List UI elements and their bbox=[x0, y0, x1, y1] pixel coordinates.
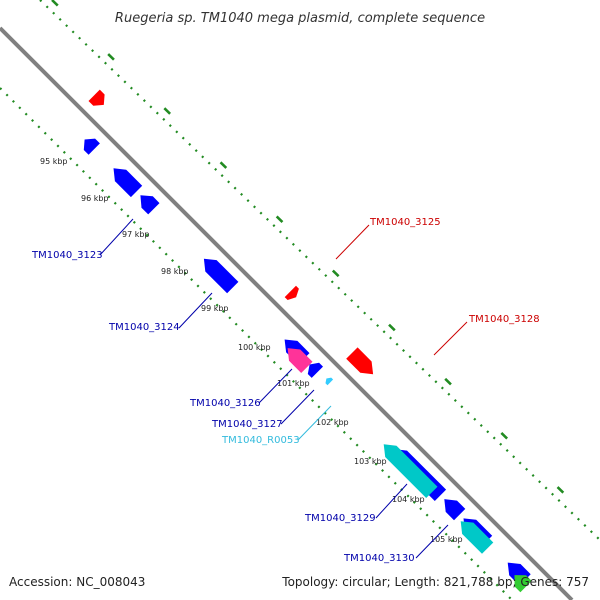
reverse-gene-arrow[interactable] bbox=[140, 195, 160, 215]
reverse-gene-arrow[interactable] bbox=[444, 499, 466, 521]
leader-line-tm1040-r0053 bbox=[297, 405, 332, 441]
kbp-label: 100 kbp bbox=[238, 343, 271, 352]
leader-line-tm1040-3123 bbox=[99, 218, 134, 256]
gene-label-tm1040-3129[interactable]: TM1040_3129 bbox=[304, 513, 376, 524]
kbp-label: 105 kbp bbox=[430, 535, 463, 544]
leader-line-tm1040-3124 bbox=[178, 292, 213, 329]
reverse-gene-arrow[interactable] bbox=[307, 362, 323, 378]
leader-line-tm1040-3127 bbox=[280, 389, 315, 425]
backbone-line bbox=[0, 26, 574, 600]
reverse-gene-arrow[interactable] bbox=[83, 138, 100, 155]
kbp-label: 99 kbp bbox=[201, 304, 229, 313]
gene-label-tm1040-3125[interactable]: TM1040_3125 bbox=[369, 217, 441, 228]
forward-gene-arrow[interactable] bbox=[88, 89, 105, 106]
leader-line-tm1040-3128 bbox=[433, 321, 468, 356]
map-title: Ruegeria sp. TM1040 mega plasmid, comple… bbox=[115, 11, 485, 26]
kbp-label: 96 kbp bbox=[81, 194, 109, 203]
leader-line-tm1040-3130 bbox=[415, 524, 449, 559]
kbp-label: 95 kbp bbox=[40, 157, 68, 166]
kbp-label: 102 kbp bbox=[316, 418, 349, 427]
gene-label-tm1040-3127[interactable]: TM1040_3127 bbox=[211, 419, 283, 430]
reverse-gene-arrow[interactable] bbox=[287, 348, 313, 373]
outer-tick-ring bbox=[39, 0, 600, 541]
leader-line-tm1040-3126 bbox=[258, 368, 293, 404]
kbp-label: 101 kbp bbox=[277, 379, 310, 388]
reverse-gene-arrow[interactable] bbox=[514, 575, 532, 593]
kbp-label: 98 kbp bbox=[161, 267, 189, 276]
forward-gene-arrow[interactable] bbox=[346, 347, 374, 375]
gene-features bbox=[83, 89, 532, 593]
gene-labels: TM1040_3125 TM1040_3128 TM1040_3123 TM10… bbox=[31, 217, 540, 564]
reverse-gene-arrow[interactable] bbox=[383, 444, 438, 498]
reverse-gene-arrow[interactable] bbox=[325, 377, 334, 386]
topology-summary-text: Topology: circular; Length: 821,788 bp; … bbox=[281, 575, 589, 589]
kbp-label: 97 kbp bbox=[122, 230, 150, 239]
gene-label-tm1040-3130[interactable]: TM1040_3130 bbox=[343, 553, 415, 564]
gene-label-tm1040-r0053[interactable]: TM1040_R0053 bbox=[221, 435, 300, 446]
leader-line-tm1040-3125 bbox=[335, 224, 370, 260]
outer-major-tick-ring bbox=[51, 0, 600, 529]
kbp-labels: 95 kbp 96 kbp 97 kbp 98 kbp 99 kbp 100 k… bbox=[40, 157, 463, 544]
gene-label-tm1040-3128[interactable]: TM1040_3128 bbox=[468, 314, 540, 325]
gene-label-tm1040-3126[interactable]: TM1040_3126 bbox=[189, 398, 261, 409]
gene-label-tm1040-3123[interactable]: TM1040_3123 bbox=[31, 250, 103, 261]
inner-tick-ring bbox=[0, 87, 513, 600]
kbp-label: 104 kbp bbox=[392, 495, 425, 504]
gene-leader-lines bbox=[99, 218, 468, 559]
forward-gene-arrow[interactable] bbox=[284, 285, 299, 300]
reverse-gene-arrow[interactable] bbox=[113, 168, 143, 198]
kbp-label: 103 kbp bbox=[354, 457, 387, 466]
accession-text: Accession: NC_008043 bbox=[9, 575, 145, 589]
gene-label-tm1040-3124[interactable]: TM1040_3124 bbox=[108, 322, 180, 333]
reverse-gene-arrow[interactable] bbox=[203, 258, 239, 294]
reverse-gene-arrow[interactable] bbox=[460, 521, 494, 554]
leader-line-tm1040-3129 bbox=[375, 483, 408, 519]
